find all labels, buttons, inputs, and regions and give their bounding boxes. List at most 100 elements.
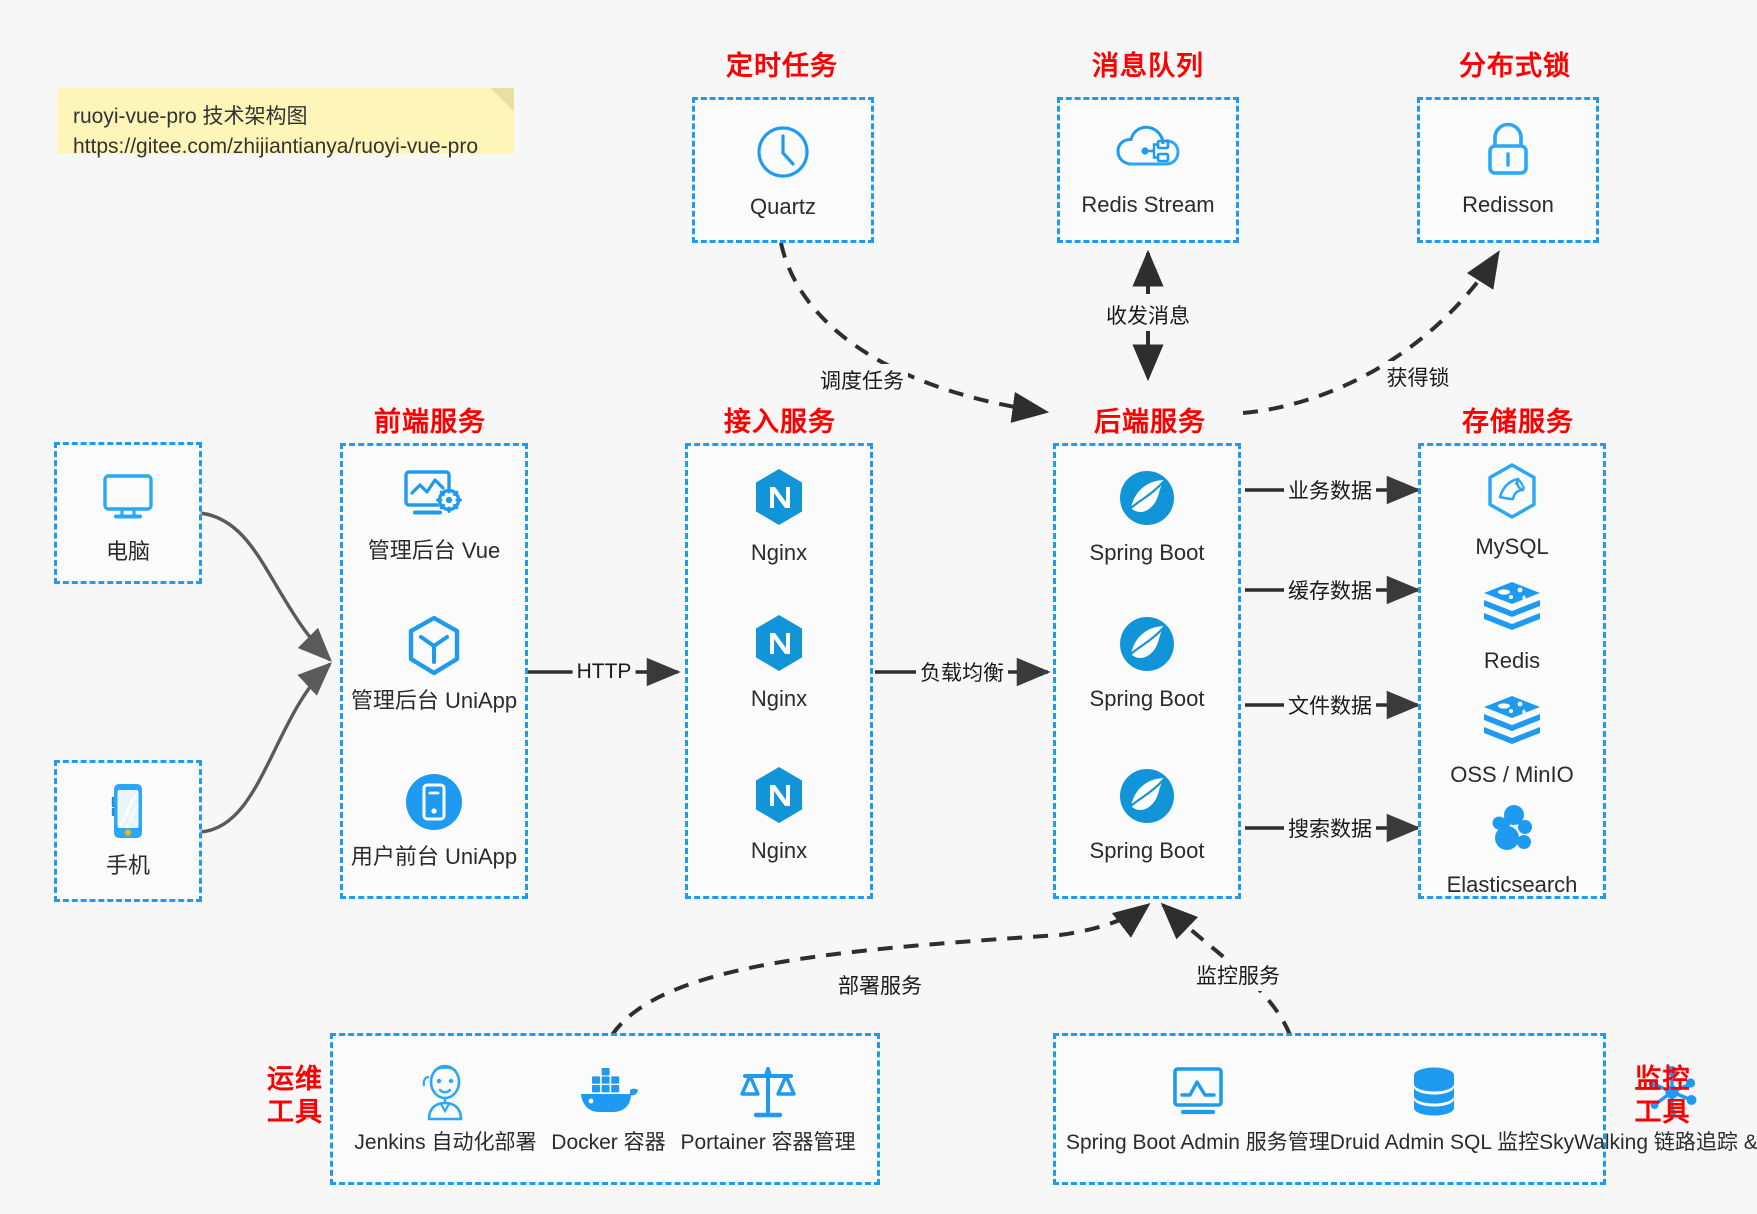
group-box-devops-tools: Jenkins 自动化部署 [330,1033,880,1185]
clock-icon [753,118,813,186]
node-label-user-uniapp: 用户前台 UniApp [350,844,518,869]
group-box-mobile: 手机 [54,760,202,902]
node-label-mobile: 手机 [105,853,150,878]
spring-leaf-icon [1116,610,1178,678]
monitor-icon [99,463,157,531]
devops-title-line-1: 运维 [267,1064,323,1094]
edge-label-schedule: 调度任务 [816,364,908,396]
node-label-docker: Docker [551,1131,618,1155]
node-mysql[interactable]: MySQL [1421,458,1603,561]
node-label-elasticsearch: Elasticsearch [1446,872,1578,897]
group-title-gateway-service: 接入服务 [724,407,836,437]
redis-stack-icon [1480,686,1544,754]
node-admin-vue[interactable]: 管理后台 Vue [343,462,525,565]
group-title-backend-service: 后端服务 [1094,407,1206,437]
node-label-nginx-2: Nginx [750,686,808,711]
edge-label-deploy: 部署服务 [834,969,926,1001]
edge-mobile-to-frontend [199,662,332,834]
node-label-admin-uniapp: 管理后台 UniApp [350,688,518,713]
node-nginx-3[interactable]: Nginx [688,762,870,865]
monitor-title-line-2: 工具 [1634,1096,1691,1127]
node-mobile[interactable]: 手机 [57,777,199,880]
edge-label-file-data: 文件数据 [1284,689,1376,721]
node-label-redisson: Redisson [1462,192,1554,217]
node-nginx-1[interactable]: Nginx [688,464,870,567]
node-label-redis-stream: Redis Stream [1081,192,1215,217]
node-sublabel-jenkins: 自动化部署 [431,1131,537,1155]
monitor-title-line-1: 监控 [1634,1064,1691,1094]
node-portainer[interactable]: Portainer 容器管理 [680,1061,856,1156]
node-label-druid-admin: Druid Admin [1329,1131,1445,1155]
node-label-skywalking: SkyWalking [1539,1131,1649,1155]
node-label-portainer: Portainer [680,1131,766,1155]
group-title-scheduled-task: 定时任务 [726,51,838,81]
edge-acquire-lock [1242,250,1500,415]
node-jenkins[interactable]: Jenkins 自动化部署 [354,1061,536,1156]
edge-label-messaging: 收发消息 [1102,299,1194,331]
mysql-dolphin-icon [1483,458,1541,526]
node-label-springboot-1: Spring Boot [1089,540,1205,565]
node-springboot-1[interactable]: Spring Boot [1056,464,1238,567]
diagram-note: ruoyi-vue-pro 技术架构图 https://gitee.com/zh… [57,88,514,158]
group-box-message-queue: Redis Stream [1057,97,1239,243]
node-druid-admin[interactable]: Druid Admin SQL 监控 [1330,1061,1539,1156]
node-oss-minio[interactable]: OSS / MinIO [1421,686,1603,789]
group-box-backend-service: Spring Boot Spring Boot Spring Boot [1053,443,1241,899]
dashboard-gear-icon [401,462,467,530]
node-elasticsearch[interactable]: Elasticsearch [1421,796,1603,899]
group-box-scheduled-task: Quartz [692,97,874,243]
docker-whale-icon [575,1061,641,1123]
jenkins-butler-icon [416,1061,474,1123]
node-springboot-2[interactable]: Spring Boot [1056,610,1238,713]
node-sublabel-docker: 容器 [623,1131,666,1155]
nginx-icon [750,762,808,830]
node-admin-uniapp[interactable]: 管理后台 UniApp [343,612,525,715]
edge-computer-to-frontend [199,511,332,662]
note-line-2: https://gitee.com/zhijiantianya/ruoyi-vu… [73,135,479,159]
node-label-nginx-1: Nginx [750,540,808,565]
node-redis[interactable]: Redis [1421,572,1603,675]
monitor-chart-icon [1168,1061,1228,1123]
node-computer[interactable]: 电脑 [57,463,199,566]
edge-label-acquire-lock: 获得锁 [1382,361,1454,393]
node-user-uniapp[interactable]: 用户前台 UniApp [343,768,525,871]
nginx-icon [750,464,808,532]
group-title-message-queue: 消息队列 [1092,51,1204,81]
node-redisson[interactable]: Redisson [1420,116,1596,219]
edge-label-http: HTTP [572,659,636,685]
group-title-monitor-tools: 监控 工具 [1615,1063,1710,1129]
node-skywalking[interactable]: SkyWalking 链路追踪 & 日志 [1539,1061,1757,1156]
node-label-admin-vue: 管理后台 Vue [367,538,501,563]
group-box-monitor-tools: Spring Boot Admin 服务管理 Druid Admin SQL 监… [1053,1033,1757,1185]
devops-title-line-2: 工具 [267,1096,323,1127]
group-box-storage-service: MySQL Redis [1418,443,1606,899]
node-label-quartz: Quartz [749,194,817,219]
scales-icon [737,1061,799,1123]
group-box-gateway-service: Nginx Nginx Nginx [685,443,873,899]
node-sublabel-druid-admin: SQL 监控 [1450,1131,1540,1155]
note-line-1: ruoyi-vue-pro 技术架构图 [73,105,308,128]
group-title-distributed-lock: 分布式锁 [1459,51,1571,81]
node-springboot-3[interactable]: Spring Boot [1056,762,1238,865]
node-label-springboot-2: Spring Boot [1089,686,1205,711]
node-label-springboot-3: Spring Boot [1089,838,1205,863]
node-label-mysql: MySQL [1475,534,1549,559]
node-docker[interactable]: Docker 容器 [551,1061,666,1156]
node-label-nginx-3: Nginx [750,838,808,863]
note-fold-icon [490,88,514,112]
group-title-frontend-service: 前端服务 [374,407,486,437]
node-nginx-2[interactable]: Nginx [688,610,870,713]
node-spring-boot-admin[interactable]: Spring Boot Admin 服务管理 [1066,1061,1330,1156]
node-redis-stream[interactable]: Redis Stream [1060,116,1236,219]
group-title-devops-tools: 运维 工具 [250,1063,340,1129]
node-quartz[interactable]: Quartz [695,118,871,221]
node-sublabel-portainer: 容器管理 [771,1131,856,1155]
group-box-frontend-service: 管理后台 Vue 管理后台 UniApp [340,443,528,899]
lock-icon [1479,116,1537,184]
edge-label-biz-data: 业务数据 [1284,474,1376,506]
edge-label-cache-data: 缓存数据 [1284,574,1376,606]
hexagon-cube-icon [404,612,464,680]
smartphone-icon [106,777,150,845]
group-title-storage-service: 存储服务 [1462,407,1574,437]
